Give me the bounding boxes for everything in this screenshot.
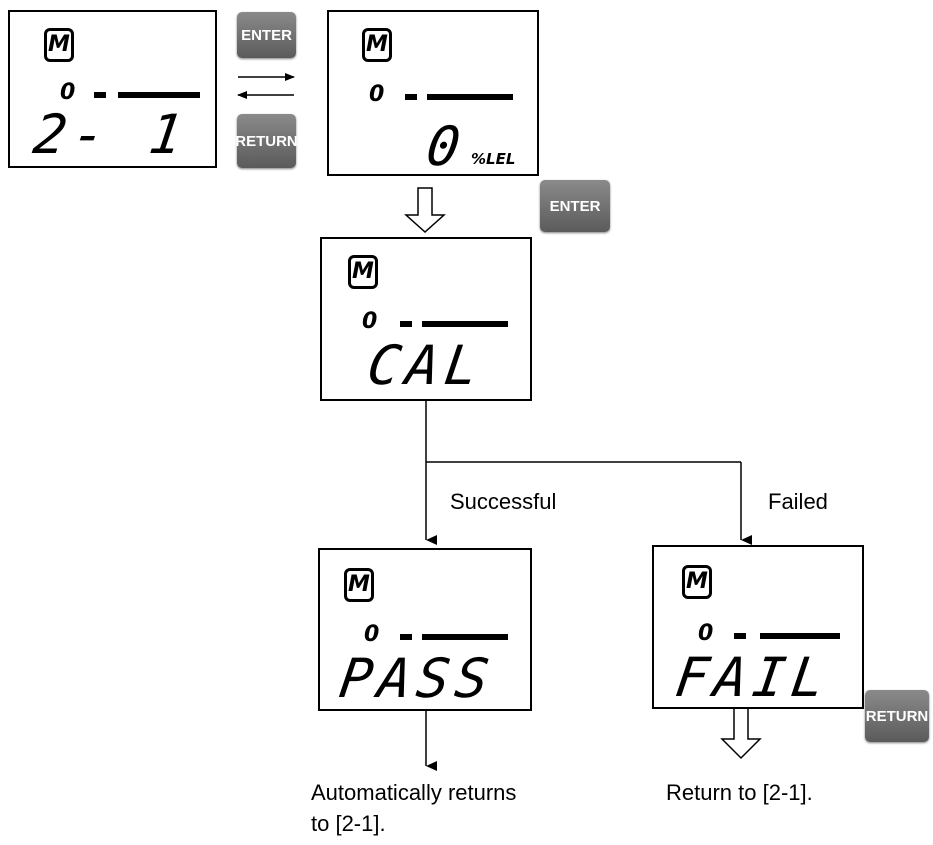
return-key[interactable]: RETURN xyxy=(235,114,298,168)
hollow-arrow-to-cal xyxy=(404,187,446,234)
level-bar xyxy=(118,92,200,98)
display-value: 0 xyxy=(422,115,471,178)
branch-label-failed: Failed xyxy=(768,489,828,514)
note-auto-return: Automatically returns to [2-1]. xyxy=(311,780,517,836)
channel-zero: 0 xyxy=(60,80,76,105)
channel-zero: 0 xyxy=(698,621,714,646)
display-value: CAL xyxy=(363,334,489,397)
channel-zero: 0 xyxy=(369,82,385,107)
hollow-arrow-from-fail xyxy=(720,707,762,760)
branch-label-successful: Successful xyxy=(450,489,557,514)
lcd-screen-menu: M 0 2- 1 xyxy=(8,10,217,168)
segment-dash xyxy=(400,634,412,640)
note-return-to: Return to [2-1]. xyxy=(666,780,813,805)
return-key[interactable]: RETURN xyxy=(865,690,929,742)
mode-m-icon: M xyxy=(344,568,374,602)
segment-dash xyxy=(405,94,417,100)
level-bar xyxy=(422,321,508,327)
level-bar xyxy=(427,94,513,100)
channel-zero: 0 xyxy=(364,622,380,647)
mode-m-icon: M xyxy=(682,565,712,599)
lcd-screen-fail: M 0 FAIL xyxy=(652,545,864,709)
segment-dash xyxy=(94,92,106,98)
mode-m-icon: M xyxy=(348,255,378,289)
mode-m-icon: M xyxy=(362,28,392,62)
lcd-screen-pass: M 0 PASS xyxy=(318,548,532,711)
display-value: PASS xyxy=(335,647,499,710)
level-bar xyxy=(422,634,508,640)
lcd-screen-zero: M 0 0 %LEL xyxy=(327,10,539,178)
display-value: FAIL xyxy=(671,646,835,709)
segment-dash xyxy=(734,633,746,639)
enter-key[interactable]: ENTER xyxy=(540,180,610,232)
display-value: 2- 1 xyxy=(29,103,193,166)
level-bar xyxy=(760,633,840,639)
mode-m-icon: M xyxy=(44,28,74,62)
channel-zero: 0 xyxy=(362,309,378,334)
lcd-screen-cal: M 0 CAL xyxy=(320,237,532,401)
segment-dash xyxy=(400,321,412,327)
display-unit: %LEL xyxy=(471,150,516,168)
enter-key[interactable]: ENTER xyxy=(237,12,296,58)
